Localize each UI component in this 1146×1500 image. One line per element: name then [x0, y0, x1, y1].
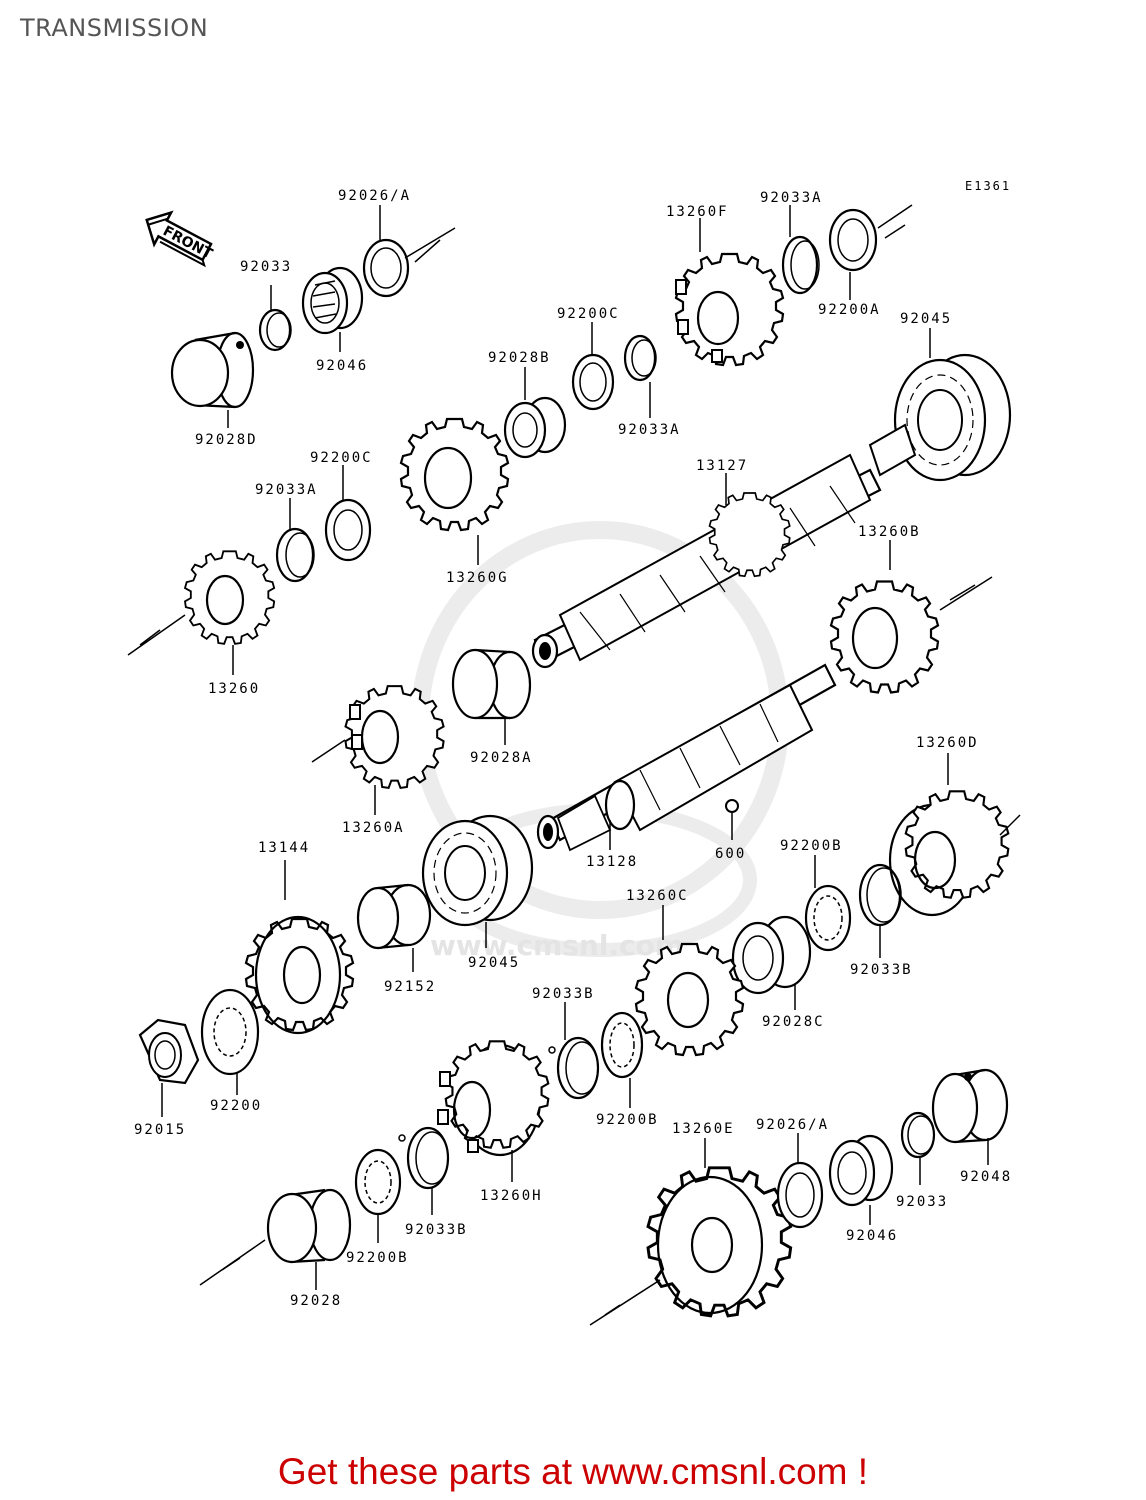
lock-washer-92200 [200, 988, 260, 1076]
diagram-code: E1361 [965, 179, 1011, 193]
part-label[interactable]: 13260E [672, 1121, 735, 1137]
footer-cta-link[interactable]: Get these parts at www.cmsnl.com ! [277, 1451, 869, 1492]
part-label[interactable]: 92200A [818, 302, 881, 318]
washer-92200b-mid [600, 1011, 644, 1079]
part-label[interactable]: 92028D [195, 432, 258, 448]
part-label[interactable]: 92045 [468, 955, 520, 971]
part-label[interactable]: 92033B [405, 1222, 468, 1238]
clip-92033b-right [858, 863, 902, 927]
clip-92033a-mid [623, 334, 657, 382]
sprocket-13144 [244, 915, 355, 1035]
part-label[interactable]: 92200B [780, 838, 843, 854]
washer-92026a-top [362, 238, 410, 298]
part-label[interactable]: 13260 [208, 681, 260, 697]
clip-92033b-bottom [398, 1126, 450, 1190]
part-label[interactable]: 92028A [470, 750, 533, 766]
gear-13260h [437, 1040, 550, 1157]
part-label[interactable]: 13260B [858, 524, 921, 540]
clip-92033-bottom [900, 1111, 936, 1159]
needle-bearing-92028c [731, 915, 812, 995]
part-label[interactable]: 92200B [346, 1250, 409, 1266]
washer-92200c-mid [324, 498, 372, 562]
gear-13260b [829, 580, 940, 694]
part-label[interactable]: 92033B [532, 986, 595, 1002]
part-label[interactable]: 13128 [586, 854, 638, 870]
ball-bearing-92045-bottom [421, 814, 534, 927]
front-arrow-icon: FRONT [145, 210, 215, 268]
part-label[interactable]: 13144 [258, 840, 310, 856]
washer-92200b-right [804, 884, 852, 952]
gear-13260g [399, 417, 510, 532]
part-label[interactable]: 92033A [255, 482, 318, 498]
part-label[interactable]: 92200C [557, 306, 620, 322]
collar-92028 [266, 1188, 352, 1264]
gear-13260a [344, 685, 445, 789]
clip-92033a-top [781, 235, 820, 295]
part-label[interactable]: 92200B [596, 1112, 659, 1128]
part-label[interactable]: 92026/A [756, 1117, 829, 1133]
gear-13260c [634, 942, 745, 1057]
part-label[interactable]: 92152 [384, 979, 436, 995]
part-label[interactable]: 92045 [900, 311, 952, 327]
gear-13260d [888, 790, 1010, 917]
part-label[interactable]: 92033B [850, 962, 913, 978]
washer-92026a-bottom [776, 1161, 824, 1229]
part-label[interactable]: 13260H [480, 1188, 543, 1204]
clip-92033-top [258, 308, 292, 352]
part-label[interactable]: 92028B [488, 350, 551, 366]
washer-92200a [828, 208, 878, 272]
part-label[interactable]: 92033 [240, 259, 292, 275]
collar-92028a [451, 648, 532, 720]
part-label[interactable]: 13260F [666, 204, 729, 220]
steel-ball-600 [725, 799, 739, 813]
part-label[interactable]: 13260G [446, 570, 509, 586]
part-label[interactable]: 13127 [696, 458, 748, 474]
part-label[interactable]: 13260D [916, 735, 979, 751]
collar-92028d [170, 331, 255, 409]
part-label[interactable]: 13260A [342, 820, 405, 836]
clip-92033b-mid [548, 1036, 600, 1100]
gear-13260f [674, 252, 785, 367]
gear-13260e [646, 1166, 793, 1318]
part-label[interactable]: 92046 [846, 1228, 898, 1244]
part-label[interactable]: 92015 [134, 1122, 186, 1138]
part-label[interactable]: 92200C [310, 450, 373, 466]
part-label[interactable]: 92046 [316, 358, 368, 374]
needle-bearing-92028b [503, 396, 567, 459]
collar-92048 [931, 1068, 1009, 1144]
part-label[interactable]: 92028C [762, 1014, 825, 1030]
needle-bearing-92046-bottom [828, 1134, 894, 1207]
part-label[interactable]: 92028 [290, 1293, 342, 1309]
watermark-text: www.cmsnl.com [430, 929, 684, 962]
ball-bearing-92045-top [893, 353, 1012, 482]
washer-92200b-bottom [354, 1148, 402, 1216]
part-label[interactable]: 92033A [618, 422, 681, 438]
needle-bearing-92046-top [301, 266, 364, 335]
part-label[interactable]: 13260C [626, 888, 689, 904]
part-label[interactable]: 92026/A [338, 188, 411, 204]
gear-13260 [184, 550, 276, 645]
part-label[interactable]: 92200 [210, 1098, 262, 1114]
part-label[interactable]: 600 [715, 846, 746, 862]
page-title: TRANSMISSION [20, 14, 209, 42]
part-label[interactable]: 92033 [896, 1194, 948, 1210]
clip-92033a-left [275, 527, 315, 583]
nut-92015 [138, 1018, 200, 1085]
collar-92152 [356, 883, 432, 950]
part-label[interactable]: 92048 [960, 1169, 1012, 1185]
washer-92200c-top [571, 353, 615, 411]
part-label[interactable]: 92033A [760, 190, 823, 206]
shaft-13128 [536, 663, 837, 852]
